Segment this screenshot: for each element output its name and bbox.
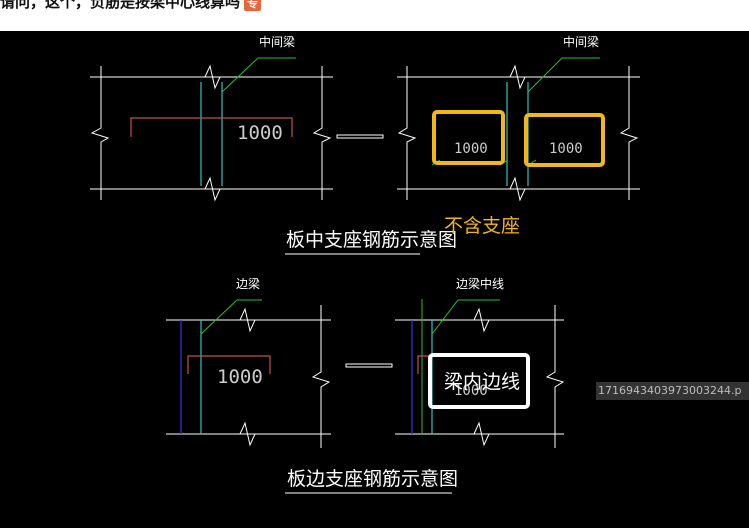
cad-screenshot: 中间梁 中间梁 边梁 边梁中线 1000 1000 1000 1000 1000…: [0, 31, 749, 528]
break-line-br: [545, 305, 565, 448]
break-bottom-br: [473, 421, 490, 447]
break-line-bl: [311, 305, 331, 448]
break-top-left: [204, 64, 221, 90]
dim-1000-top-right-b: 1000: [549, 141, 583, 157]
note-inner-edge: 梁内边线: [444, 371, 521, 393]
caption-top: 板中支座钢筋示意图: [286, 229, 458, 251]
break-top-br: [473, 307, 490, 333]
break-top-bl: [239, 307, 256, 333]
dim-1000-bottom-left: 1000: [217, 366, 263, 388]
break-bottom-right: [509, 176, 526, 202]
break-bottom-bl: [239, 421, 256, 447]
dim-1000-top-right-a: 1000: [454, 141, 488, 157]
question-text: 请问，这个，负筋是按梁中心线算吗专: [0, 0, 262, 12]
dim-1000-top-left: 1000: [237, 122, 283, 144]
label-mid-beam-right: 中间梁: [563, 35, 600, 49]
arrow-top: [336, 134, 384, 139]
caption-bottom: 板边支座钢筋示意图: [287, 468, 459, 490]
break-line-left-b: [312, 66, 332, 200]
leader-mid-beam-left: [221, 57, 296, 93]
break-line-left-a: [90, 66, 110, 200]
break-bottom-left: [204, 176, 221, 202]
question-bar: 请问，这个，负筋是按梁中心线算吗专: [0, 0, 749, 31]
cad-drawing: [90, 57, 640, 494]
image-id-watermark: 1716943403973003244.p: [596, 382, 749, 400]
highlight-box-white: [428, 353, 530, 409]
leader-edge-beam: [200, 299, 262, 335]
arrow-bottom: [345, 363, 393, 368]
label-mid-beam-left: 中间梁: [259, 35, 296, 49]
note-excluding-support: 不含支座: [444, 215, 521, 237]
break-line-right-a: [397, 66, 417, 200]
leader-edge-center: [431, 299, 500, 335]
label-edge-beam: 边梁: [236, 277, 261, 291]
highlight-box-2: [524, 113, 605, 167]
highlight-box-1: [432, 110, 505, 165]
rebar-bottom-left: [187, 355, 271, 374]
leader-mid-beam-right: [527, 57, 600, 93]
expert-badge[interactable]: 专: [244, 0, 262, 11]
rebar-top: [130, 117, 293, 137]
break-line-right-b: [619, 66, 639, 200]
label-edge-beam-center: 边梁中线: [456, 277, 505, 291]
break-top-right: [509, 64, 526, 90]
question-title: 请问，这个，负筋是按梁中心线算吗: [0, 0, 241, 11]
dim-1000-bottom-right: 1000: [454, 383, 488, 399]
